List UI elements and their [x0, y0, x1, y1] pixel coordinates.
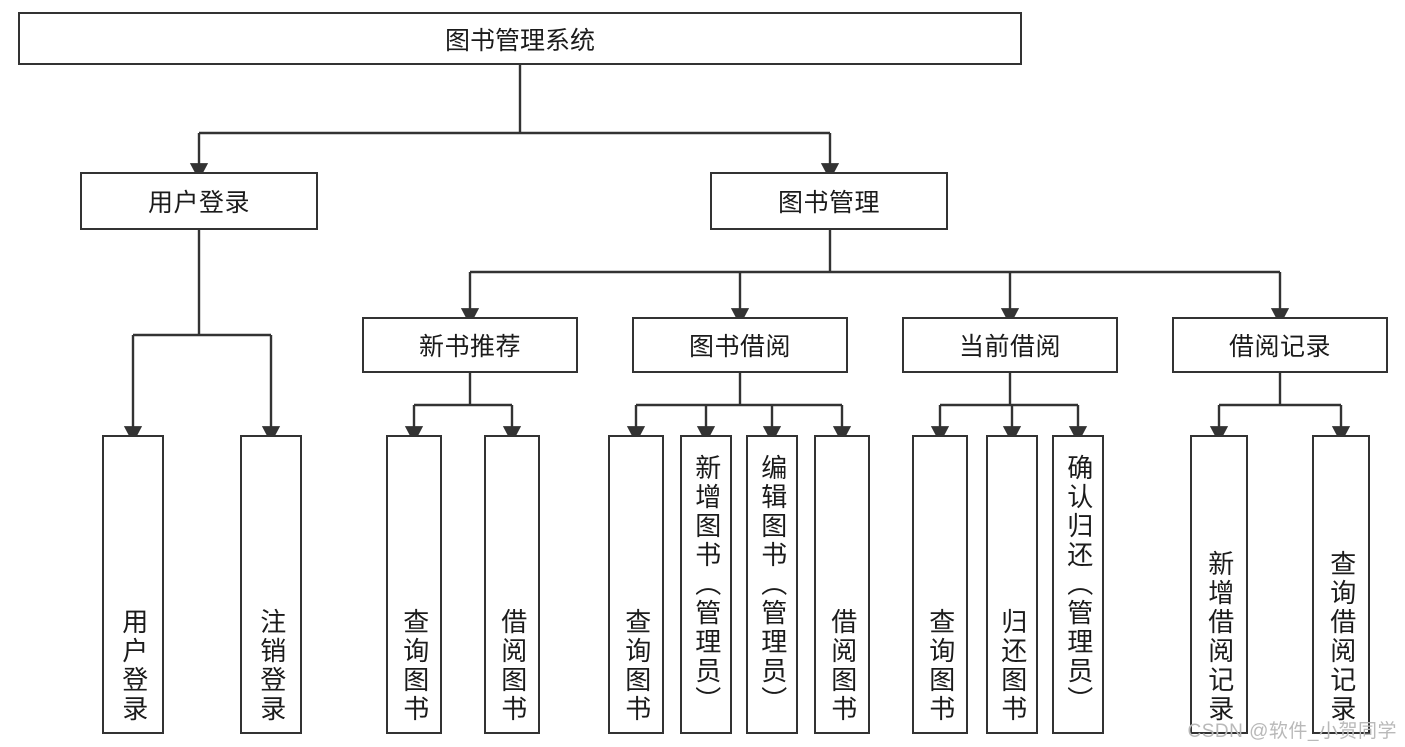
leaf-edit-book-admin[interactable]: 编辑图书（管理员）	[746, 435, 798, 734]
leaf-borrow-book[interactable]: 借阅图书	[814, 435, 870, 734]
leaf-borrow-book-label: 借阅图书	[827, 608, 858, 724]
leaf-add-borrow-record[interactable]: 新增借阅记录	[1190, 435, 1248, 734]
leaf-user-login[interactable]: 用户登录	[102, 435, 164, 734]
leaf-borrow-book-rec-label: 借阅图书	[497, 608, 528, 724]
node-current-borrow-label: 当前借阅	[958, 333, 1061, 361]
node-book-management-label: 图书管理	[777, 189, 880, 217]
leaf-query-book-cur-label: 查询图书	[925, 608, 956, 724]
node-user-login-label: 用户登录	[147, 189, 250, 217]
leaf-borrow-book-rec[interactable]: 借阅图书	[484, 435, 540, 734]
node-root-system[interactable]: 图书管理系统	[18, 12, 1022, 65]
leaf-confirm-return[interactable]: 确认归还（管理员）	[1052, 435, 1104, 734]
node-book-management[interactable]: 图书管理	[710, 172, 948, 230]
watermark: CSDN @软件_小贺同学	[1187, 721, 1397, 742]
node-book-borrow[interactable]: 图书借阅	[632, 317, 848, 373]
leaf-query-book-rec-label: 查询图书	[399, 608, 430, 724]
leaf-logout[interactable]: 注销登录	[240, 435, 302, 734]
node-borrow-record[interactable]: 借阅记录	[1172, 317, 1388, 373]
leaf-query-book-rec[interactable]: 查询图书	[386, 435, 442, 734]
node-borrow-record-label: 借阅记录	[1228, 333, 1331, 361]
node-book-borrow-label: 图书借阅	[688, 333, 791, 361]
leaf-query-borrow-record[interactable]: 查询借阅记录	[1312, 435, 1370, 734]
leaf-query-book-borrow-label: 查询图书	[621, 608, 652, 724]
leaf-query-borrow-record-label: 查询借阅记录	[1326, 550, 1357, 724]
node-current-borrow[interactable]: 当前借阅	[902, 317, 1118, 373]
leaf-add-borrow-record-label: 新增借阅记录	[1204, 550, 1235, 724]
leaf-add-book-admin[interactable]: 新增图书（管理员）	[680, 435, 732, 734]
node-user-login[interactable]: 用户登录	[80, 172, 318, 230]
leaf-add-book-admin-label: 新增图书（管理员）	[691, 454, 722, 715]
leaf-user-login-label: 用户登录	[118, 608, 149, 724]
leaf-return-book-label: 归还图书	[997, 608, 1028, 724]
node-root-label: 图书管理系统	[444, 26, 595, 55]
node-new-book-recommend-label: 新书推荐	[418, 333, 521, 361]
leaf-query-book-borrow[interactable]: 查询图书	[608, 435, 664, 734]
leaf-query-book-cur[interactable]: 查询图书	[912, 435, 968, 734]
leaf-return-book[interactable]: 归还图书	[986, 435, 1038, 734]
leaf-logout-label: 注销登录	[256, 608, 287, 724]
leaf-edit-book-admin-label: 编辑图书（管理员）	[757, 454, 788, 715]
leaf-confirm-return-label: 确认归还（管理员）	[1063, 454, 1094, 715]
node-new-book-recommend[interactable]: 新书推荐	[362, 317, 578, 373]
